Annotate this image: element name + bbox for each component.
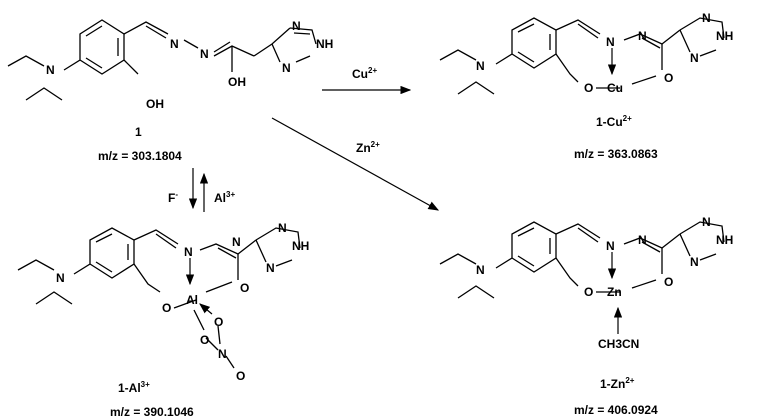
al-equilibrium-arrows: Al3+ F-: [168, 168, 235, 212]
al-triazole-nitrogen-2: N: [266, 261, 275, 275]
zn-metal: Zn: [607, 285, 622, 299]
amine-nitrogen: N: [46, 63, 55, 77]
zn-complex-label: 1-Zn2+: [600, 376, 635, 391]
al-hydrazone-nitrogen: N: [232, 235, 241, 249]
cu-triazole-nh: NH: [716, 29, 733, 43]
zn-complex-mz: m/z = 406.0924: [574, 403, 658, 417]
triazole-nitrogen-2: N: [282, 61, 291, 75]
al-complex-mz: m/z = 390.1046: [110, 405, 194, 419]
triazole-nitrogen: N: [292, 19, 301, 33]
zn-hydrazone-nitrogen: N: [638, 233, 647, 247]
zn-phenolate-o: O: [584, 285, 593, 299]
nitrate-o3: O: [236, 369, 245, 383]
cu-imine-nitrogen: N: [606, 35, 615, 49]
zn-complex-structure: N O N N O Zn N NH N CH3CN: [439, 215, 733, 351]
cu-complex-mz: m/z = 363.0863: [574, 147, 658, 161]
zn-triazole-nitrogen: N: [702, 215, 711, 229]
al-reagent-label: Al3+: [214, 190, 235, 205]
zn-amine-nitrogen: N: [476, 263, 485, 277]
cu-complex-label: 1-Cu2+: [596, 114, 632, 129]
al-triazole-nitrogen: N: [278, 221, 287, 235]
al-triazole-nh: NH: [292, 239, 309, 253]
cu-phenolate-o: O: [584, 81, 593, 95]
al-imine-nitrogen: N: [184, 245, 193, 259]
zn-imine-nitrogen: N: [606, 239, 615, 253]
cu-triazole-nitrogen: N: [702, 11, 711, 25]
al-complex-structure: N O N N O Al O O N O N NH N: [17, 221, 309, 383]
zn-enolate-o: O: [664, 275, 673, 289]
zn-triazole-nitrogen-2: N: [690, 255, 699, 269]
zn-acetonitrile: CH3CN: [598, 337, 639, 351]
compound-1-label: 1: [135, 125, 142, 139]
cu-reaction-arrow: Cu2+: [322, 66, 412, 95]
phenol-oh: OH: [146, 97, 164, 111]
svg-text:Zn2+: Zn2+: [356, 140, 380, 155]
cu-amine-nitrogen: N: [476, 59, 485, 73]
zn-reaction-arrow: Zn2+: [271, 117, 440, 211]
compound-1-structure: N OH N N OH N NH N: [7, 19, 333, 111]
al-phenolate-o: O: [162, 301, 171, 315]
cu-metal: Cu: [607, 81, 623, 95]
compound-1-mz: m/z = 303.1804: [98, 149, 182, 163]
triazole-nh: NH: [316, 37, 333, 51]
al-amine-nitrogen: N: [56, 271, 65, 285]
cu-complex-structure: N O N N O Cu N NH N: [439, 11, 733, 95]
nitrate-o2: O: [200, 333, 209, 347]
cu-triazole-nitrogen-2: N: [690, 51, 699, 65]
fluoride-reagent-label: F-: [168, 190, 178, 205]
nitrate-nitrogen: N: [218, 347, 227, 361]
nitrate-o1: O: [214, 315, 223, 329]
al-enolate-o: O: [240, 281, 249, 295]
enol-oh: OH: [228, 75, 246, 89]
svg-text:Cu2+: Cu2+: [352, 66, 377, 81]
al-complex-label: 1-Al3+: [118, 380, 150, 395]
al-metal: Al: [186, 293, 198, 307]
cu-enolate-o: O: [664, 71, 673, 85]
imine-nitrogen: N: [170, 37, 179, 51]
cu-hydrazone-nitrogen: N: [638, 29, 647, 43]
zn-triazole-nh: NH: [716, 233, 733, 247]
hydrazone-nitrogen: N: [200, 47, 209, 61]
